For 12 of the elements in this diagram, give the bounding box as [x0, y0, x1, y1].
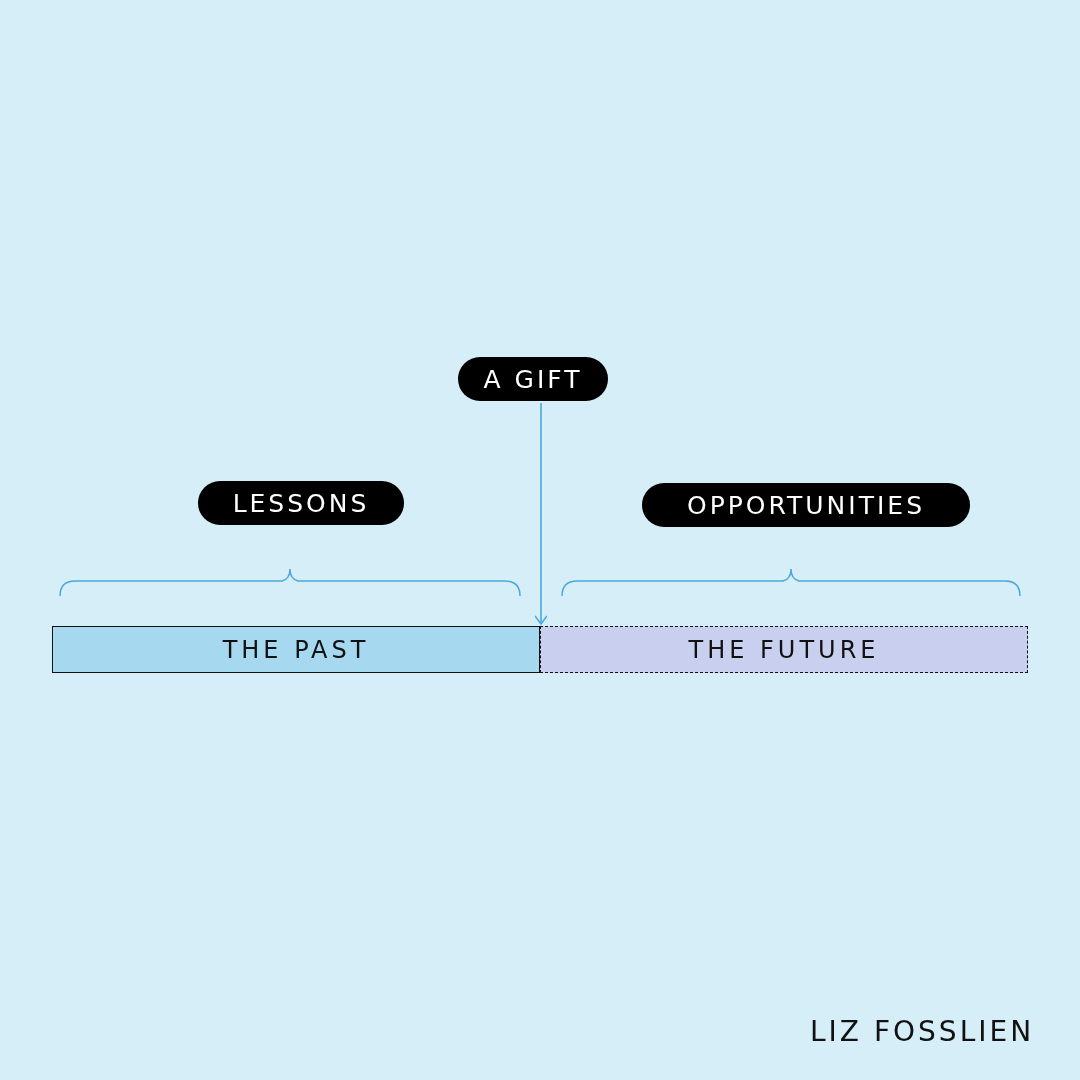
node-text: THE PAST [222, 635, 370, 664]
arrow [534, 402, 548, 625]
timeline-bar [52, 626, 540, 673]
label-pill [198, 481, 404, 525]
label-pill [458, 357, 608, 401]
timeline-bar [540, 626, 1028, 673]
label-pill [642, 483, 970, 527]
signature: LIZ FOSSLIEN [810, 1015, 1035, 1048]
node-text: OPPORTUNITIES [687, 490, 925, 520]
node-text: A GIFT [483, 364, 583, 394]
node-text: THE FUTURE [688, 635, 880, 664]
node-text: LESSONS [232, 488, 370, 518]
